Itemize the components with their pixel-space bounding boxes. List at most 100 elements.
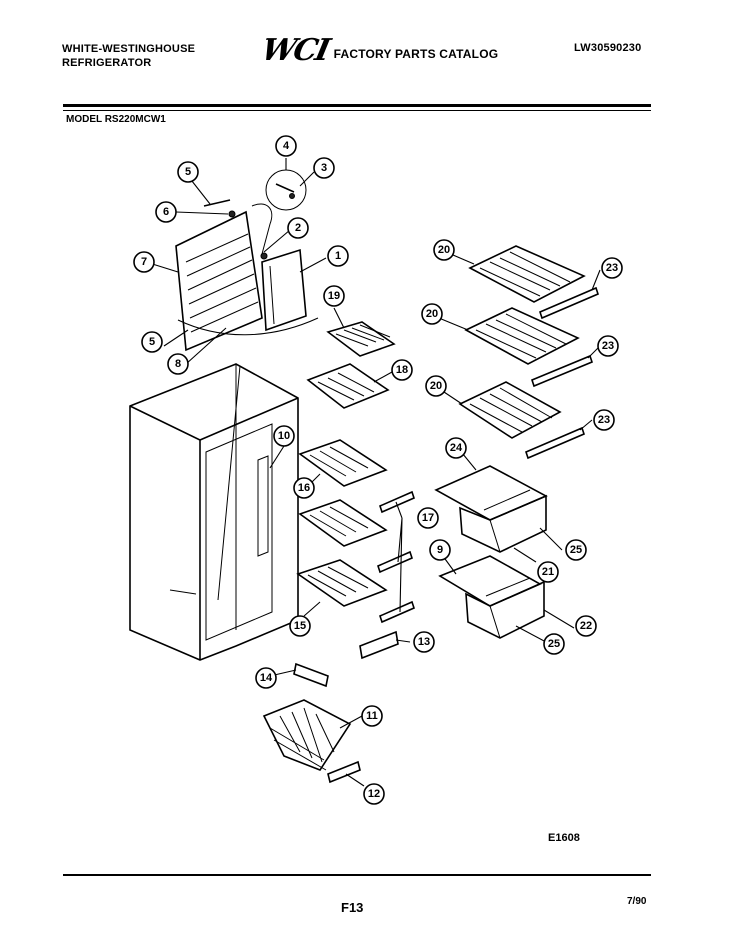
svg-text:16: 16 [298, 482, 310, 494]
callout-21: 21 [537, 561, 559, 583]
catalog-number: LW30590230 [574, 42, 642, 54]
svg-text:11: 11 [366, 710, 378, 722]
part-13-trim [359, 630, 399, 660]
diagram-code: E1608 [548, 832, 580, 844]
part-20-shelf-a [468, 245, 586, 303]
svg-text:3: 3 [321, 162, 327, 174]
header-rule-thin [63, 110, 651, 111]
part-14-trim [293, 662, 329, 688]
svg-text:10: 10 [278, 430, 290, 442]
callout-2: 2 [287, 217, 309, 239]
callout-15: 15 [289, 615, 311, 637]
callout-25-bottom: 25 [543, 633, 565, 655]
callout-22: 22 [575, 615, 597, 637]
callout-13: 13 [413, 631, 435, 653]
part-15-shelf [296, 559, 388, 607]
svg-text:2: 2 [295, 222, 301, 234]
part-12-trim [327, 760, 361, 784]
header-rule [63, 104, 651, 107]
brand-name: WHITE-WESTINGHOUSE [62, 43, 196, 55]
catalog-title-block: WCI FACTORY PARTS CATALOG [258, 33, 499, 68]
part-21-crisper-drawer [459, 489, 547, 553]
callout-10: 10 [273, 425, 295, 447]
callout-17: 17 [417, 507, 439, 529]
part-18-freezer-shelf [306, 363, 390, 409]
svg-text:22: 22 [580, 620, 592, 632]
svg-text:7: 7 [141, 256, 147, 268]
part-7-freezer-door-liner [175, 210, 263, 352]
model-label: MODEL RS220MCW1 [66, 114, 166, 125]
callout-1: 1 [327, 245, 349, 267]
callout-16: 16 [293, 477, 315, 499]
callout-4: 4 [275, 135, 297, 157]
callout-9: 9 [429, 539, 451, 561]
svg-text:1: 1 [335, 250, 341, 262]
part-20-shelf-c [458, 381, 562, 439]
cabinet [129, 363, 299, 661]
catalog-title: FACTORY PARTS CATALOG [333, 47, 499, 61]
part-24-crisper-cover [434, 465, 548, 521]
callout-6: 6 [155, 201, 177, 223]
svg-text:14: 14 [260, 672, 273, 684]
svg-text:15: 15 [294, 620, 306, 632]
svg-text:24: 24 [450, 442, 463, 454]
callout-12: 12 [363, 783, 385, 805]
svg-text:23: 23 [598, 414, 610, 426]
callout-5-bottom: 5 [141, 331, 163, 353]
footer-rule [63, 874, 651, 876]
svg-text:20: 20 [430, 380, 442, 392]
svg-text:13: 13 [418, 636, 430, 648]
callout-20-bottom: 20 [425, 375, 447, 397]
callout-19: 19 [323, 285, 345, 307]
svg-text:23: 23 [602, 340, 614, 352]
part-19-freezer-shelf [326, 321, 396, 357]
callout-20-top: 20 [433, 239, 455, 261]
callout-14: 14 [255, 667, 277, 689]
callout-5-top: 5 [177, 161, 199, 183]
part-1-panel [261, 248, 307, 332]
callout-23-middle: 23 [597, 335, 619, 357]
callout-23-bottom: 23 [593, 409, 615, 431]
svg-text:5: 5 [185, 166, 191, 178]
callout-3: 3 [313, 157, 335, 179]
part-9-keeper-cover [438, 555, 542, 607]
page-number: F13 [341, 900, 364, 915]
callout-8: 8 [167, 353, 189, 375]
revision-date: 7/90 [627, 896, 647, 907]
svg-text:17: 17 [422, 512, 434, 524]
svg-text:18: 18 [396, 364, 408, 376]
callout-23-top: 23 [601, 257, 623, 279]
callout-18: 18 [391, 359, 413, 381]
callout-24: 24 [445, 437, 467, 459]
part-23-trims [525, 286, 599, 460]
callout-25-top: 25 [565, 539, 587, 561]
svg-text:21: 21 [542, 566, 554, 578]
svg-text:6: 6 [163, 206, 169, 218]
part-hinge-parts [177, 199, 319, 336]
svg-text:20: 20 [438, 244, 450, 256]
part-22-keeper-drawer [465, 577, 545, 639]
part-20-shelf-b [464, 307, 580, 365]
part-11-wire-basket [262, 699, 352, 771]
brand-block: WHITE-WESTINGHOUSE REFRIGERATOR [62, 42, 195, 70]
svg-text:25: 25 [570, 544, 582, 556]
svg-text:5: 5 [149, 336, 155, 348]
svg-text:9: 9 [437, 544, 443, 556]
svg-text:23: 23 [606, 262, 618, 274]
callout-20-middle: 20 [421, 303, 443, 325]
product-type: REFRIGERATOR [62, 57, 152, 69]
svg-text:8: 8 [175, 358, 181, 370]
callout-7: 7 [133, 251, 155, 273]
svg-text:19: 19 [328, 290, 340, 302]
svg-text:25: 25 [548, 638, 560, 650]
svg-text:20: 20 [426, 308, 438, 320]
callout-11: 11 [361, 705, 383, 727]
part-16-shelf [298, 439, 388, 487]
svg-text:12: 12 [368, 788, 380, 800]
part-17-shelf-supports [377, 490, 415, 624]
part-16-shelf-2 [298, 499, 388, 547]
part-3-4-detail [265, 169, 307, 211]
svg-text:4: 4 [283, 140, 290, 152]
